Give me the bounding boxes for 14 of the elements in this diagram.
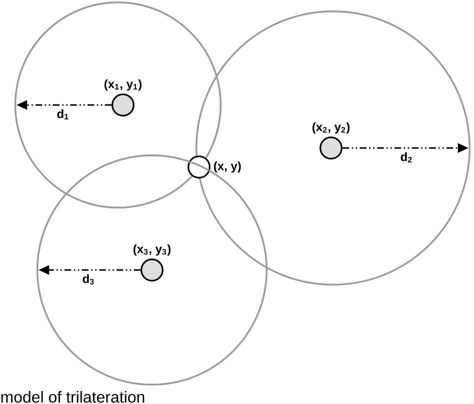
anchor-marker bbox=[112, 94, 134, 116]
range-circle bbox=[36, 154, 268, 386]
position-marker bbox=[188, 156, 210, 178]
coordinate-label: (x$_{2}$, y$_{2}$) bbox=[312, 122, 350, 134]
anchor-marker bbox=[140, 258, 164, 282]
anchor-marker bbox=[320, 136, 342, 160]
distance-label: d$_{3}$ bbox=[82, 274, 94, 284]
distance-label: d$_{2}$ bbox=[400, 152, 412, 162]
distance-label: d$_{1}$ bbox=[57, 109, 68, 120]
range-circle bbox=[195, 10, 471, 286]
coordinate-label: (x$_{1}$, y$_{1}$) bbox=[104, 79, 142, 91]
coordinate-label: (x$_{3}$, y$_{3}$) bbox=[134, 244, 171, 256]
coordinate-label: (x, y) bbox=[214, 161, 241, 173]
caption: model of trilateration bbox=[1, 391, 144, 403]
